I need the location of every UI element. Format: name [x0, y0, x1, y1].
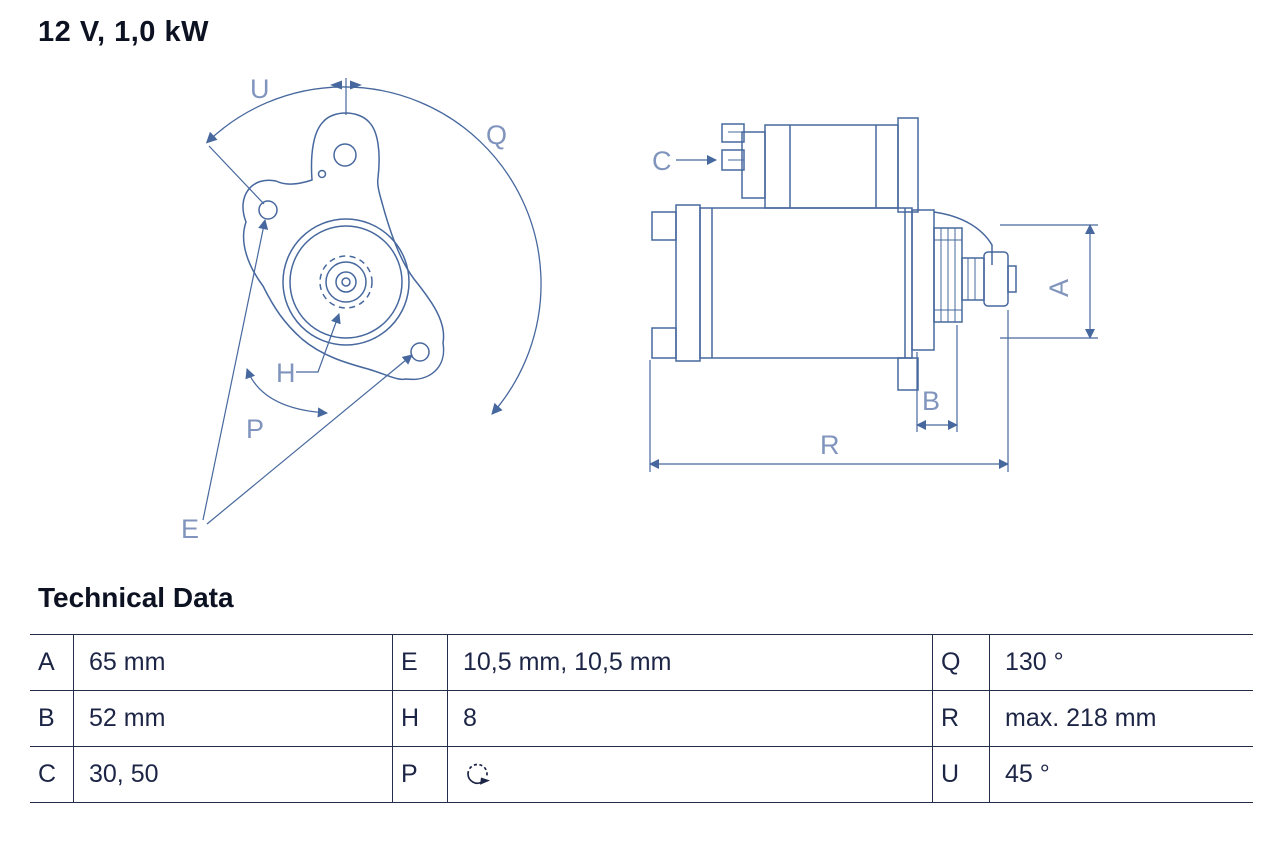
tech-key-Q: Q [932, 635, 990, 690]
tech-value-Q: 130 ° [1005, 648, 1064, 676]
tech-key-B: B [30, 691, 74, 746]
tech-key-E: E [392, 635, 448, 690]
tech-value-U: 45 ° [1005, 760, 1050, 788]
dim-label-U: U [250, 74, 270, 104]
page-title: 12 V, 1,0 kW [38, 16, 209, 48]
dim-label-P: P [246, 414, 264, 444]
flange-outline [242, 112, 445, 381]
gear-teeth [319, 255, 373, 309]
technical-data-table: A 65 mm E 10,5 mm, 10,5 mm Q 130 ° B 52 … [30, 634, 1253, 803]
rotation-arc [245, 368, 329, 418]
side-view: C A B R [648, 117, 1098, 472]
tech-value-H: 8 [463, 704, 477, 732]
tech-value-R: max. 218 mm [1005, 704, 1157, 732]
rotation-direction-icon [467, 763, 490, 785]
front-view: U Q H P E [181, 74, 542, 544]
ear-hole [333, 143, 357, 167]
table-row: B 52 mm H 8 R max. 218 mm [30, 690, 1253, 746]
technical-data-heading: Technical Data [38, 582, 234, 613]
commutator-end-cap [675, 204, 701, 362]
table-row: C 30, 50 P U 45 ° [30, 746, 1253, 802]
table-row: A 65 mm E 10,5 mm, 10,5 mm Q 130 ° [30, 634, 1253, 690]
dim-label-H: H [276, 358, 296, 388]
dim-label-Q: Q [486, 120, 507, 150]
dim-label-C: C [652, 146, 672, 176]
pinion-shaft [961, 257, 985, 301]
dim-label-R: R [820, 430, 840, 460]
tech-key-A: A [30, 635, 74, 690]
mounting-hole-left [258, 200, 278, 220]
solenoid-front-cap [741, 131, 766, 199]
tech-key-C: C [30, 747, 74, 802]
tech-value-B: 52 mm [89, 704, 166, 732]
tech-key-U: U [932, 747, 990, 802]
tech-key-P: P [392, 747, 448, 802]
tech-key-H: H [392, 691, 448, 746]
dim-label-E: E [181, 514, 199, 544]
tech-key-R: R [932, 691, 990, 746]
dim-label-A: A [1044, 279, 1074, 297]
angle-arc [205, 86, 542, 415]
starter-motor-drawing: U Q H P E [181, 74, 1098, 544]
solenoid-body [764, 124, 899, 209]
drive-end-bracket [911, 209, 935, 351]
mounting-hole-right [410, 342, 430, 362]
motor-body [699, 207, 913, 359]
dim-label-B: B [922, 386, 940, 416]
tech-value-P [448, 747, 932, 802]
tech-value-E: 10,5 mm, 10,5 mm [463, 648, 672, 676]
tech-value-A: 65 mm [89, 648, 166, 676]
tech-value-C: 30, 50 [89, 760, 159, 788]
